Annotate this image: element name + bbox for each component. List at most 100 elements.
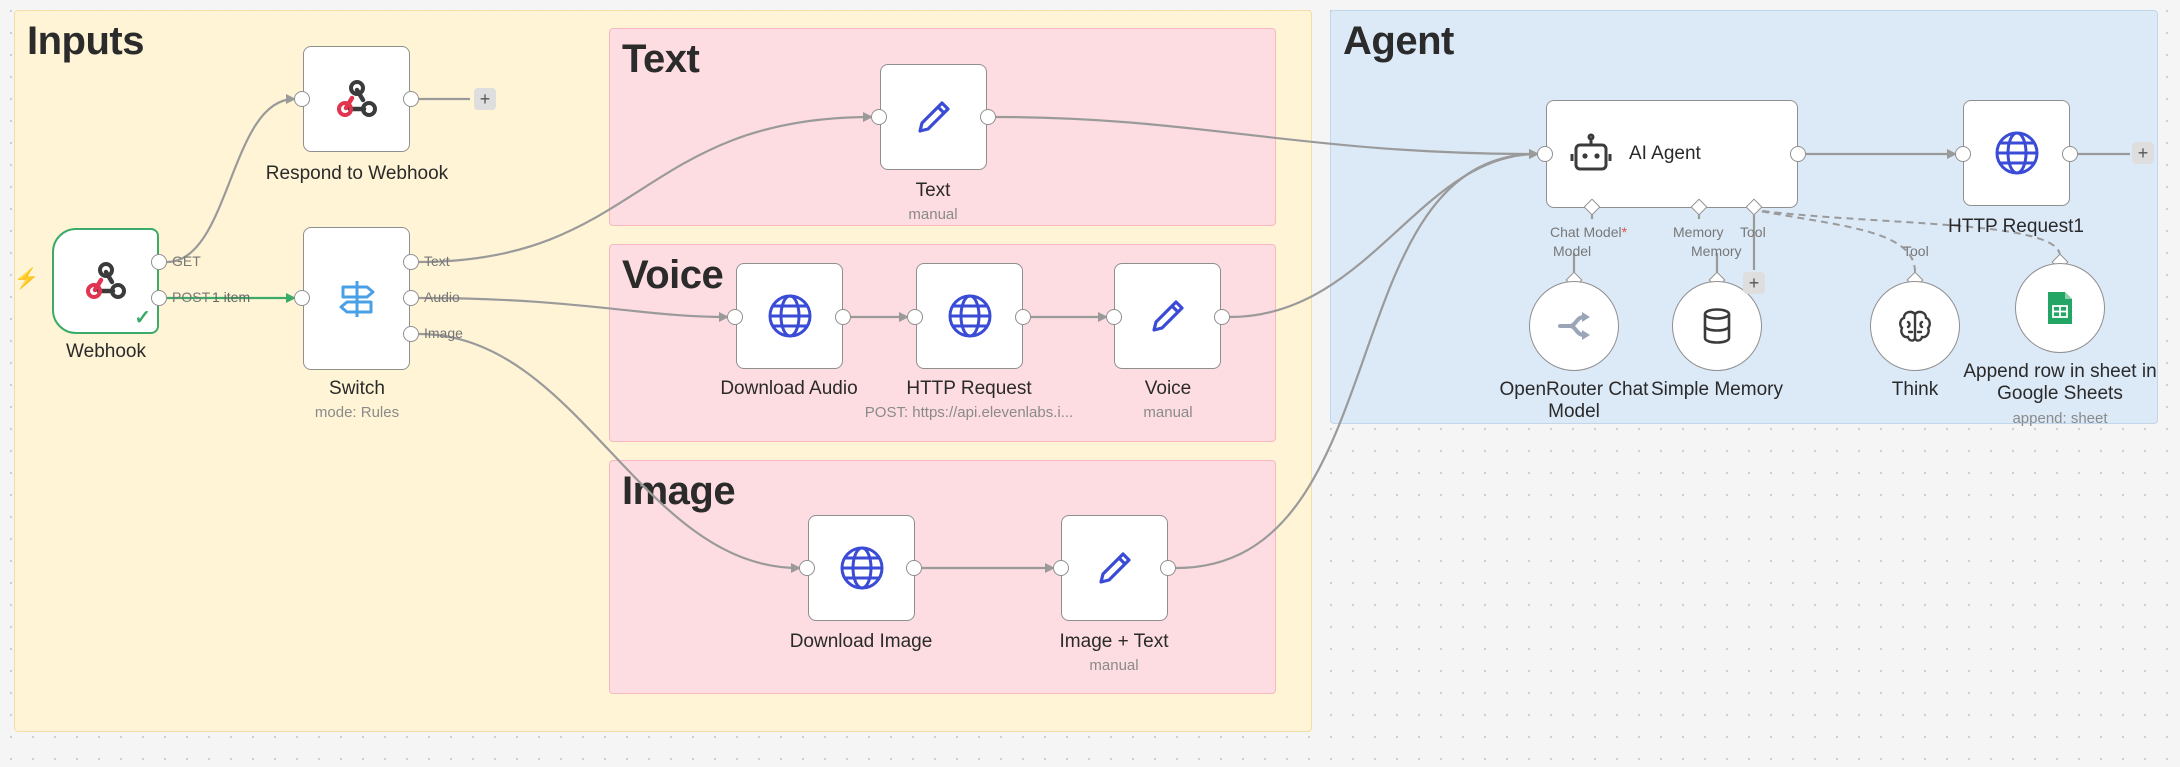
edge-switch-image (418, 332, 801, 573)
node-openrouter-chat-model[interactable] (1529, 281, 1619, 371)
sublabel-text: manual (908, 206, 958, 223)
label-respond-to-webhook: Respond to Webhook (265, 163, 449, 184)
port-http-out[interactable] (1015, 309, 1031, 325)
port-http-in[interactable] (907, 309, 923, 325)
port-imgtext-in[interactable] (1053, 560, 1069, 576)
port-label-post: POST (172, 289, 211, 305)
label-download-image: Download Image (789, 631, 933, 652)
sublabel-google-sheets: append: sheet (2012, 410, 2108, 427)
label-image-text: Image + Text (1059, 631, 1169, 652)
port-switch-audio[interactable] (403, 290, 419, 306)
port-voice-out[interactable] (1214, 309, 1230, 325)
sublabel-image-text: manual (1089, 657, 1139, 674)
label-voice: Voice (1144, 378, 1192, 399)
port-dlimage-out[interactable] (906, 560, 922, 576)
add-node-button[interactable]: + (2132, 142, 2154, 164)
edge-voice-agent (1229, 149, 1539, 319)
label-openrouter: OpenRouter Chat Model (1499, 379, 1649, 422)
label-webhook: Webhook (66, 341, 146, 362)
robot-icon (1570, 133, 1612, 171)
pencil-icon (1098, 552, 1131, 584)
node-download-image[interactable] (808, 515, 915, 621)
port-webhook-get[interactable] (151, 254, 167, 270)
port-imgtext-out[interactable] (1160, 560, 1176, 576)
edge-imgtext-agent (1175, 149, 1539, 570)
pencil-icon (1151, 300, 1184, 332)
openrouter-icon (1558, 312, 1590, 340)
port-text-in[interactable] (871, 109, 887, 125)
node-download-audio[interactable] (736, 263, 843, 369)
globe-icon (840, 546, 883, 590)
node-switch[interactable] (303, 227, 410, 370)
sublabel-http-request: POST: https://api.elevenlabs.i... (864, 404, 1074, 421)
port-switch-text[interactable] (403, 254, 419, 270)
port-dlaudio-out[interactable] (835, 309, 851, 325)
edge-get-respond (166, 94, 296, 264)
label-download-audio: Download Audio (720, 378, 858, 399)
add-node-button[interactable]: + (474, 88, 496, 110)
node-ai-agent[interactable]: AI Agent (1546, 100, 1798, 208)
node-http-request[interactable] (916, 263, 1023, 369)
brain-icon (1899, 310, 1931, 342)
globe-icon (768, 294, 811, 338)
node-text[interactable] (880, 64, 987, 170)
label-text: Text (915, 180, 951, 201)
edge-switch-audio (418, 296, 729, 322)
port-dlimage-in[interactable] (799, 560, 815, 576)
add-memory-button[interactable]: + (1743, 272, 1765, 294)
port-http1-out[interactable] (2062, 146, 2078, 162)
port-webhook-post[interactable] (151, 290, 167, 306)
node-image-text[interactable] (1061, 515, 1168, 621)
google-sheets-icon (2048, 292, 2072, 324)
port-label-model: Model (1553, 243, 1592, 259)
node-simple-memory[interactable] (1672, 281, 1762, 371)
port-label-chat-model: Chat Model* (1550, 224, 1628, 240)
port-text-out[interactable] (980, 109, 996, 125)
port-label-memory-in: Memory (1691, 243, 1742, 259)
node-respond-to-webhook[interactable] (303, 46, 410, 152)
port-http1-in[interactable] (1955, 146, 1971, 162)
label-simple-memory: Simple Memory (1651, 379, 1783, 400)
group-title-inputs: Inputs (27, 19, 144, 63)
group-title-image: Image (622, 469, 736, 513)
port-voice-in[interactable] (1106, 309, 1122, 325)
group-title-agent: Agent (1343, 19, 1454, 63)
node-think[interactable] (1870, 281, 1960, 371)
database-icon (1703, 308, 1731, 344)
signpost-icon (339, 280, 374, 317)
node-voice[interactable] (1114, 263, 1221, 369)
edge-sheets-tool (1753, 209, 2061, 257)
port-agent-out[interactable] (1790, 146, 1806, 162)
success-check-icon: ✓ (134, 307, 151, 329)
group-title-voice: Voice (622, 253, 724, 297)
node-webhook[interactable]: ✓ (52, 228, 159, 334)
node-google-sheets[interactable] (2015, 263, 2105, 353)
node-http-request1[interactable] (1963, 100, 2070, 206)
label-switch: Switch (329, 378, 385, 399)
sublabel-voice: manual (1143, 404, 1193, 421)
port-respond-out[interactable] (403, 91, 419, 107)
globe-icon (948, 294, 991, 338)
port-switch-in[interactable] (294, 290, 310, 306)
port-label-image: Image (424, 325, 463, 341)
port-label-memory: Memory (1673, 224, 1724, 240)
label-http-request: HTTP Request (906, 378, 1032, 399)
label-http-request1: HTTP Request1 (1948, 216, 2084, 237)
sublabel-switch: mode: Rules (314, 404, 400, 421)
port-agent-in[interactable] (1537, 146, 1553, 162)
port-dlaudio-in[interactable] (727, 309, 743, 325)
globe-icon (1995, 131, 2038, 175)
port-switch-image[interactable] (403, 326, 419, 342)
port-label-tool: Tool (1740, 224, 1766, 240)
connection-count-label: 1 item (212, 289, 251, 305)
label-think: Think (1891, 379, 1939, 400)
port-label-text: Text (424, 253, 450, 269)
port-respond-in[interactable] (294, 91, 310, 107)
edge-think-tool (1753, 209, 1916, 273)
label-ai-agent: AI Agent (1629, 143, 1701, 164)
trigger-bolt-icon: ⚡ (14, 268, 39, 290)
group-title-text: Text (622, 37, 700, 81)
port-label-tool-think: Tool (1903, 243, 1929, 259)
port-label-audio: Audio (424, 289, 460, 305)
edge-switch-text (418, 112, 873, 264)
